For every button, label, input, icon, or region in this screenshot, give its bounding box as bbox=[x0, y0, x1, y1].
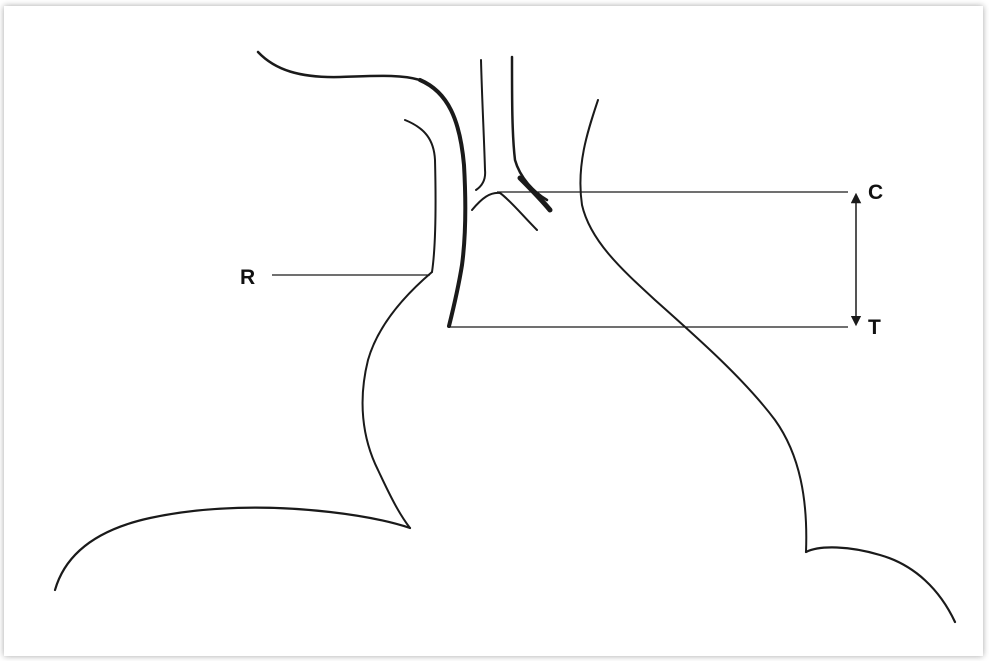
left-body-outline bbox=[363, 272, 432, 528]
neck-branch-thick bbox=[520, 178, 550, 210]
right-lower-outline bbox=[806, 547, 955, 622]
label-c: C bbox=[868, 181, 883, 204]
thick-wall-outline bbox=[420, 80, 465, 326]
left-tube-outline bbox=[405, 120, 436, 272]
left-lower-outline bbox=[55, 508, 410, 590]
top-curve-outline bbox=[258, 52, 420, 80]
neck-branch-lower bbox=[472, 193, 537, 230]
right-body-outline bbox=[580, 100, 806, 552]
label-t: T bbox=[868, 316, 881, 339]
neck-right-line bbox=[512, 57, 547, 200]
neck-left-line bbox=[476, 60, 485, 190]
label-r: R bbox=[240, 266, 255, 289]
